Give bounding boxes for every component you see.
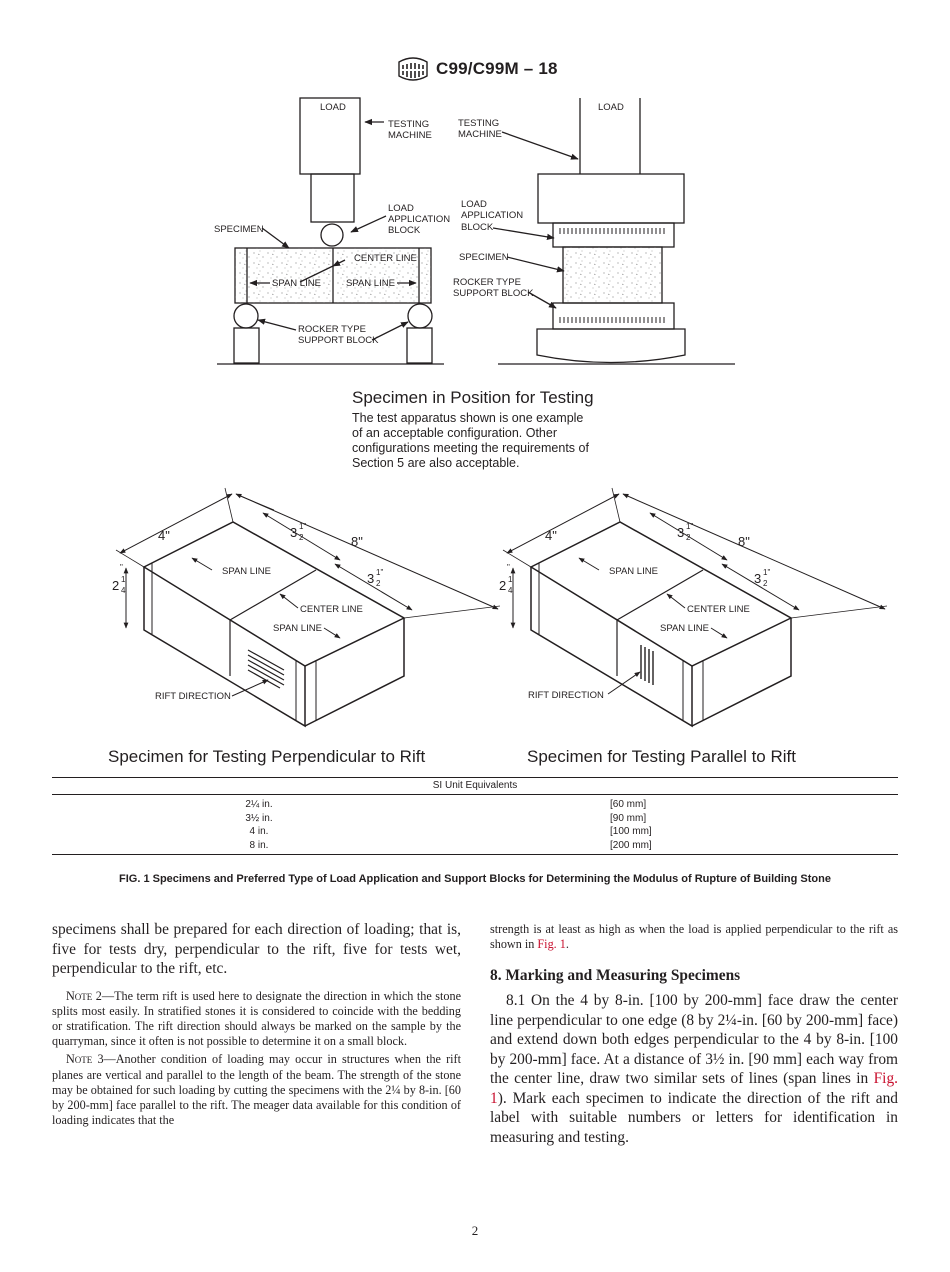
svg-text:2: 2 [686,533,691,542]
position-title: Specimen in Position for Testing [352,388,594,407]
svg-text:LOAD: LOAD [320,102,346,113]
svg-text:BLOCK: BLOCK [461,222,494,233]
svg-text:8": 8" [351,534,363,549]
svg-text:1": 1" [763,568,770,577]
svg-text:APPLICATION: APPLICATION [461,210,523,221]
svg-text:SUPPORT BLOCK: SUPPORT BLOCK [453,288,534,299]
left-apparatus-labels: LOAD TESTING MACHINE LOAD APPLICATION BL… [214,102,450,346]
svg-text:SPECIMEN: SPECIMEN [214,224,264,235]
section-heading: 8. Marking and Measuring Specimens [490,967,741,985]
svg-text:4": 4" [158,528,170,543]
svg-text:ROCKER TYPE: ROCKER TYPE [298,324,366,335]
svg-text:1: 1 [508,575,513,584]
svg-text:3: 3 [754,571,761,586]
fig-1-link[interactable]: Fig. 1 [537,937,566,952]
svg-text:RIFT DIRECTION: RIFT DIRECTION [155,691,231,702]
left-test-apparatus [217,97,444,365]
svg-text:": " [120,563,123,572]
right-apparatus-labels: LOAD TESTING MACHINE LOAD APPLICATION BL… [453,102,624,299]
right-test-apparatus [498,98,735,365]
figure-caption: FIG. 1 Specimens and Preferred Type of L… [119,873,831,885]
svg-text:SPAN LINE: SPAN LINE [609,566,658,577]
position-note: The test apparatus shown is one example … [352,411,589,470]
si-unit-table: SI Unit Equivalents 2¼ in. [60 mm] 3½ in… [52,777,898,855]
svg-text:Section 5 are also acceptable.: Section 5 are also acceptable. [352,456,519,470]
svg-text:CENTER LINE: CENTER LINE [300,604,363,615]
svg-text:LOAD: LOAD [598,102,624,113]
standard-designation: C99/C99M – 18 [436,59,558,78]
note-2: Note 2—The term rift is used here to des… [52,988,461,1049]
svg-text:4": 4" [545,528,557,543]
svg-text:2: 2 [112,578,119,593]
continued-paragraph: strength is at least as high as when the… [490,922,898,952]
svg-text:1": 1" [376,568,383,577]
figure-1: LOAD TESTING MACHINE LOAD APPLICATION BL… [108,97,888,766]
perpendicular-specimen-block: 4" 8" 3 1" 2 3 1" 2 2 1 4 " SPAN LINE CE… [108,487,501,766]
paragraph-8-1: 8.1 On the 4 by 8-in. [100 by 200-mm] fa… [490,992,898,1146]
page-header: C99/C99M – 18 [0,56,950,86]
svg-text:2: 2 [763,579,768,588]
svg-text:LOAD: LOAD [388,203,414,214]
svg-text:SPAN LINE: SPAN LINE [346,278,395,289]
svg-text:1: 1 [121,575,126,584]
svg-text:The test apparatus shown is on: The test apparatus shown is one example [352,411,583,425]
table-row: 2¼ in. [60 mm] [245,799,647,810]
svg-text:2: 2 [499,578,506,593]
svg-text:BLOCK: BLOCK [388,225,421,236]
page-number: 2 [471,1223,479,1238]
svg-text:RIFT DIRECTION: RIFT DIRECTION [528,690,604,701]
svg-text:SPAN LINE: SPAN LINE [660,623,709,634]
svg-text:CENTER LINE: CENTER LINE [354,253,417,264]
svg-text:Specimen for Testing Perpendic: Specimen for Testing Perpendicular to Ri… [108,747,425,766]
left-column: specimens shall be prepared for each dir… [52,920,461,1128]
svg-text:Specimen for Testing Parallel: Specimen for Testing Parallel to Rift [527,747,796,766]
svg-text:3: 3 [677,525,684,540]
table-row: 8 in. [200 mm] [52,838,898,855]
table-row: 4 in. [100 mm] [249,826,652,837]
svg-text:LOAD: LOAD [461,199,487,210]
parallel-specimen-block: 4" 8" 3 1" 2 3 1" 2 2 1 4 " SPAN LINE CE… [499,487,888,766]
svg-text:4: 4 [121,586,126,595]
svg-text:of an acceptable configuration: of an acceptable configuration. Other [352,426,557,440]
svg-text:APPLICATION: APPLICATION [388,214,450,225]
svg-text:TESTING: TESTING [458,118,499,129]
table-header: SI Unit Equivalents [52,777,898,795]
svg-text:2: 2 [376,579,381,588]
svg-text:": " [507,563,510,572]
svg-text:4: 4 [508,586,513,595]
svg-text:2: 2 [299,533,304,542]
svg-text:1": 1" [299,522,306,531]
table-row: 3½ in. [90 mm] [245,812,647,824]
right-column: strength is at least as high as when the… [490,922,898,1147]
svg-text:8": 8" [738,534,750,549]
svg-text:MACHINE: MACHINE [458,129,502,140]
svg-text:3: 3 [290,525,297,540]
svg-text:1": 1" [686,522,693,531]
svg-text:SUPPORT BLOCK: SUPPORT BLOCK [298,335,379,346]
svg-text:SPAN LINE: SPAN LINE [272,278,321,289]
svg-text:TESTING: TESTING [388,119,429,130]
fig-1-link[interactable]: Fig. 1 [490,1070,898,1107]
note-3: Note 3—Another condition of loading may … [52,1052,461,1128]
astm-logo-icon [398,57,428,81]
svg-text:MACHINE: MACHINE [388,130,432,141]
body-paragraph: specimens shall be prepared for each dir… [52,921,461,977]
svg-text:ROCKER TYPE: ROCKER TYPE [453,277,521,288]
svg-text:SPAN LINE: SPAN LINE [273,623,322,634]
svg-text:3: 3 [367,571,374,586]
svg-text:configurations meeting the req: configurations meeting the requirements … [352,441,589,455]
svg-text:SPECIMEN: SPECIMEN [459,252,509,263]
svg-text:CENTER LINE: CENTER LINE [687,604,750,615]
svg-text:SPAN LINE: SPAN LINE [222,566,271,577]
